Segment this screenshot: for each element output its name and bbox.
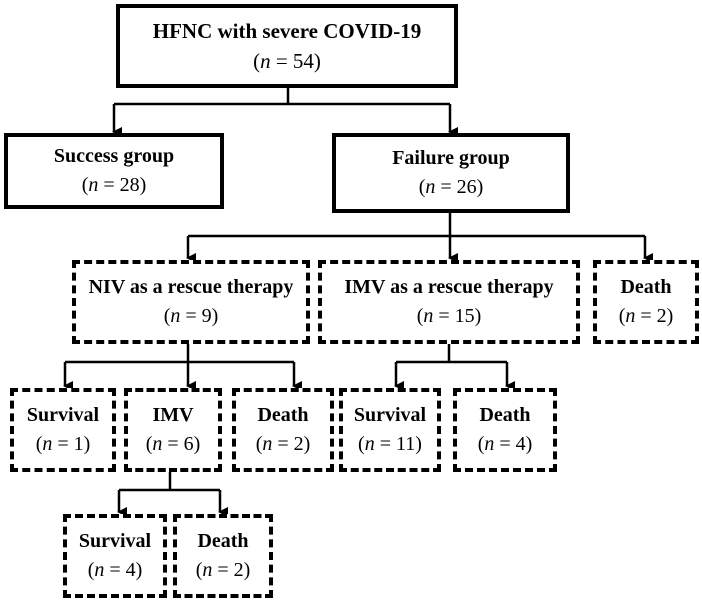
node-niv-imv: IMV (n = 6) [124,388,222,472]
node-label: IMV as a rescue therapy [344,276,554,298]
node-count: (n = 4) [477,433,533,455]
node-label: Survival [353,404,427,426]
node-count: (n = 26) [418,176,484,198]
node-count: (n = 4) [87,559,143,581]
node-label: Survival [26,404,100,426]
node-niv-rescue: NIV as a rescue therapy (n = 9) [72,260,310,344]
node-label: Death [479,404,531,426]
node-label: Death [257,404,309,426]
node-label: Failure group [392,147,510,169]
node-count: (n = 6) [145,433,201,455]
node-niv-imv-survival: Survival (n = 4) [63,514,167,598]
node-count: (n = 54) [253,49,321,73]
node-success-group: Success group (n = 28) [4,133,224,209]
node-label: Survival [78,530,152,552]
node-niv-survival: Survival (n = 1) [10,388,116,472]
node-count: (n = 28) [81,174,147,196]
node-count: (n = 1) [35,433,91,455]
node-imv-rescue: IMV as a rescue therapy (n = 15) [318,260,580,344]
node-imv-death: Death (n = 4) [453,388,557,472]
node-label: NIV as a rescue therapy [88,276,294,298]
node-count: (n = 15) [416,305,482,327]
node-label: IMV [152,404,194,426]
node-imv-survival: Survival (n = 11) [339,388,441,472]
node-niv-death: Death (n = 2) [232,388,334,472]
node-count: (n = 2) [255,433,311,455]
node-hfnc-severe-covid: HFNC with severe COVID-19 (n = 54) [116,4,458,88]
node-label: Death [620,276,672,298]
node-failure-group: Failure group (n = 26) [332,133,570,213]
node-label: HFNC with severe COVID-19 [152,18,422,43]
node-count: (n = 2) [618,305,674,327]
node-failure-death: Death (n = 2) [593,260,699,344]
node-niv-imv-death: Death (n = 2) [173,514,273,598]
node-count: (n = 9) [163,305,219,327]
node-count: (n = 11) [358,433,422,455]
node-label: Success group [53,145,175,167]
node-label: Death [197,530,249,552]
node-count: (n = 2) [195,559,251,581]
